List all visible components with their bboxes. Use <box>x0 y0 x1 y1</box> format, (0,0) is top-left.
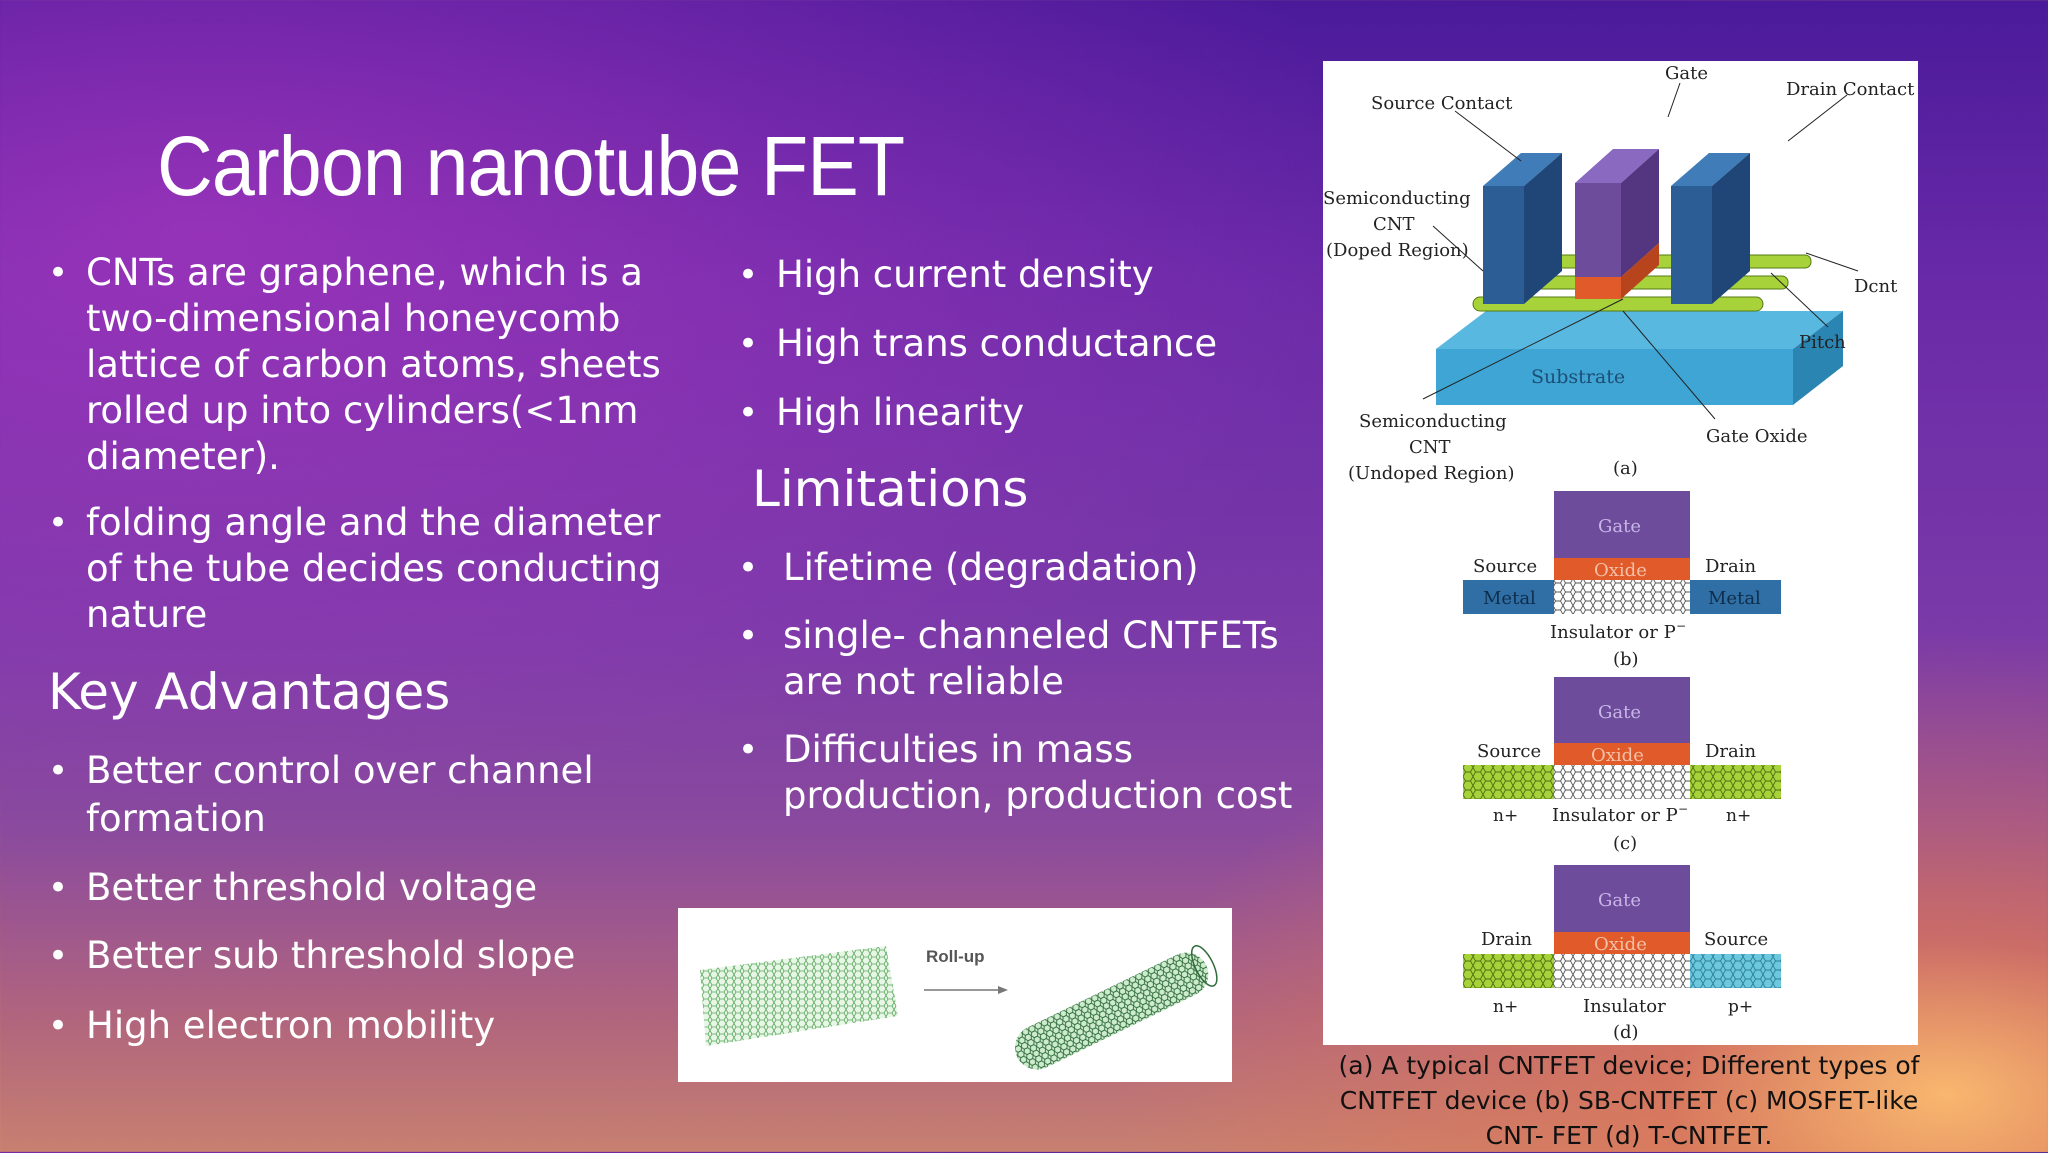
cntfet-diagram: Substrate <box>1323 63 1915 1043</box>
advantages-heading: Key Advantages <box>48 663 451 721</box>
feature-item: High current density <box>738 252 1298 298</box>
intro-bullet-list: CNTs are graphene, which is a two-dimens… <box>48 250 688 638</box>
limitations-heading: Limitations <box>752 460 1029 518</box>
gate-oxide-label: Gate Oxide <box>1706 426 1808 447</box>
oxide-text: Oxide <box>1591 745 1644 766</box>
features-list: High current density High trans conducta… <box>738 252 1298 436</box>
metal-text: Metal <box>1708 588 1761 609</box>
svg-text:−: − <box>1676 619 1686 633</box>
svg-text:−: − <box>1678 802 1688 816</box>
doped-cnt-label-1: Semiconducting <box>1323 188 1471 209</box>
panel-c-label: (c) <box>1613 833 1637 854</box>
advantages-list: Better control over channel formation Be… <box>48 747 688 1049</box>
rollup-label: Roll-up <box>926 947 985 966</box>
n-plus-text: n+ <box>1726 806 1751 826</box>
source-text: Source <box>1477 741 1541 762</box>
slide-title: Carbon nanotube FET <box>157 119 905 213</box>
n-plus-text: n+ <box>1493 806 1518 826</box>
source-contact-label: Source Contact <box>1371 93 1513 114</box>
metal-text: Metal <box>1483 588 1536 609</box>
insulator-text: Insulator <box>1583 996 1666 1017</box>
panel-d-label: (d) <box>1613 1022 1639 1043</box>
doped-cnt-label-3: (Doped Region) <box>1326 240 1469 261</box>
oxide-text: Oxide <box>1594 934 1647 955</box>
intro-bullet: CNTs are graphene, which is a two-dimens… <box>48 250 688 480</box>
panel-a-label: (a) <box>1613 458 1638 479</box>
feature-item: High linearity <box>738 390 1298 436</box>
feature-item: High trans conductance <box>738 321 1298 367</box>
oxide-text: Oxide <box>1594 560 1647 581</box>
panel-c: Gate Oxide Source Drain n+ Insulator or … <box>1463 677 1781 854</box>
figure-caption: (a) A typical CNTFET device; Different t… <box>1338 1051 1920 1150</box>
drain-contact-label: Drain Contact <box>1786 79 1915 100</box>
intro-bullet: folding angle and the diameter of the tu… <box>48 500 688 638</box>
nanotube <box>1015 945 1218 1070</box>
insulator-text: Insulator or P <box>1552 805 1678 826</box>
drain-text: Drain <box>1705 741 1757 762</box>
panel-b: Gate Oxide Metal Metal Source Drain Insu… <box>1463 491 1781 670</box>
insulator-text: Insulator or P <box>1550 622 1676 643</box>
undoped-cnt-label-3: (Undoped Region) <box>1348 463 1515 484</box>
device-3d: Substrate <box>1323 63 1915 484</box>
source-text: Source <box>1704 929 1768 950</box>
advantage-item: High electron mobility <box>48 1003 688 1049</box>
p-plus-text: p+ <box>1728 997 1753 1017</box>
panel-d: Gate Oxide Drain Source n+ Insulator p+ … <box>1463 865 1781 1043</box>
gate-text: Gate <box>1598 516 1641 537</box>
gate-text: Gate <box>1598 702 1641 723</box>
undoped-cnt-label-2: CNT <box>1409 437 1451 458</box>
rollup-image: Roll-up <box>678 908 1232 1082</box>
advantage-item: Better sub threshold slope <box>48 933 688 979</box>
pitch-label: Pitch <box>1799 332 1846 353</box>
drain-text: Drain <box>1705 556 1757 577</box>
advantage-item: Better control over channel formation <box>48 747 688 843</box>
rollup-illustration: Roll-up <box>700 945 1218 1070</box>
drain-text: Drain <box>1481 929 1533 950</box>
source-text: Source <box>1473 556 1537 577</box>
limitation-item: Lifetime (degradation) <box>738 545 1318 591</box>
gate-text: Gate <box>1598 890 1641 911</box>
dcnt-label: Dcnt <box>1854 276 1898 297</box>
cntfet-figure: Substrate <box>1323 61 1918 1045</box>
limitation-item: Difficulties in mass production, product… <box>738 727 1318 819</box>
doped-cnt-label-2: CNT <box>1373 214 1415 235</box>
undoped-cnt-label-1: Semiconducting <box>1359 411 1507 432</box>
n-plus-text: n+ <box>1493 997 1518 1017</box>
limitation-item: single- channeled CNTFETs are not reliab… <box>738 613 1318 705</box>
panel-b-label: (b) <box>1613 649 1639 670</box>
advantage-item: Better threshold voltage <box>48 865 688 911</box>
gate-label: Gate <box>1665 63 1708 84</box>
limitations-list: Lifetime (degradation) single- channeled… <box>738 545 1318 819</box>
substrate-label: Substrate <box>1531 366 1625 388</box>
